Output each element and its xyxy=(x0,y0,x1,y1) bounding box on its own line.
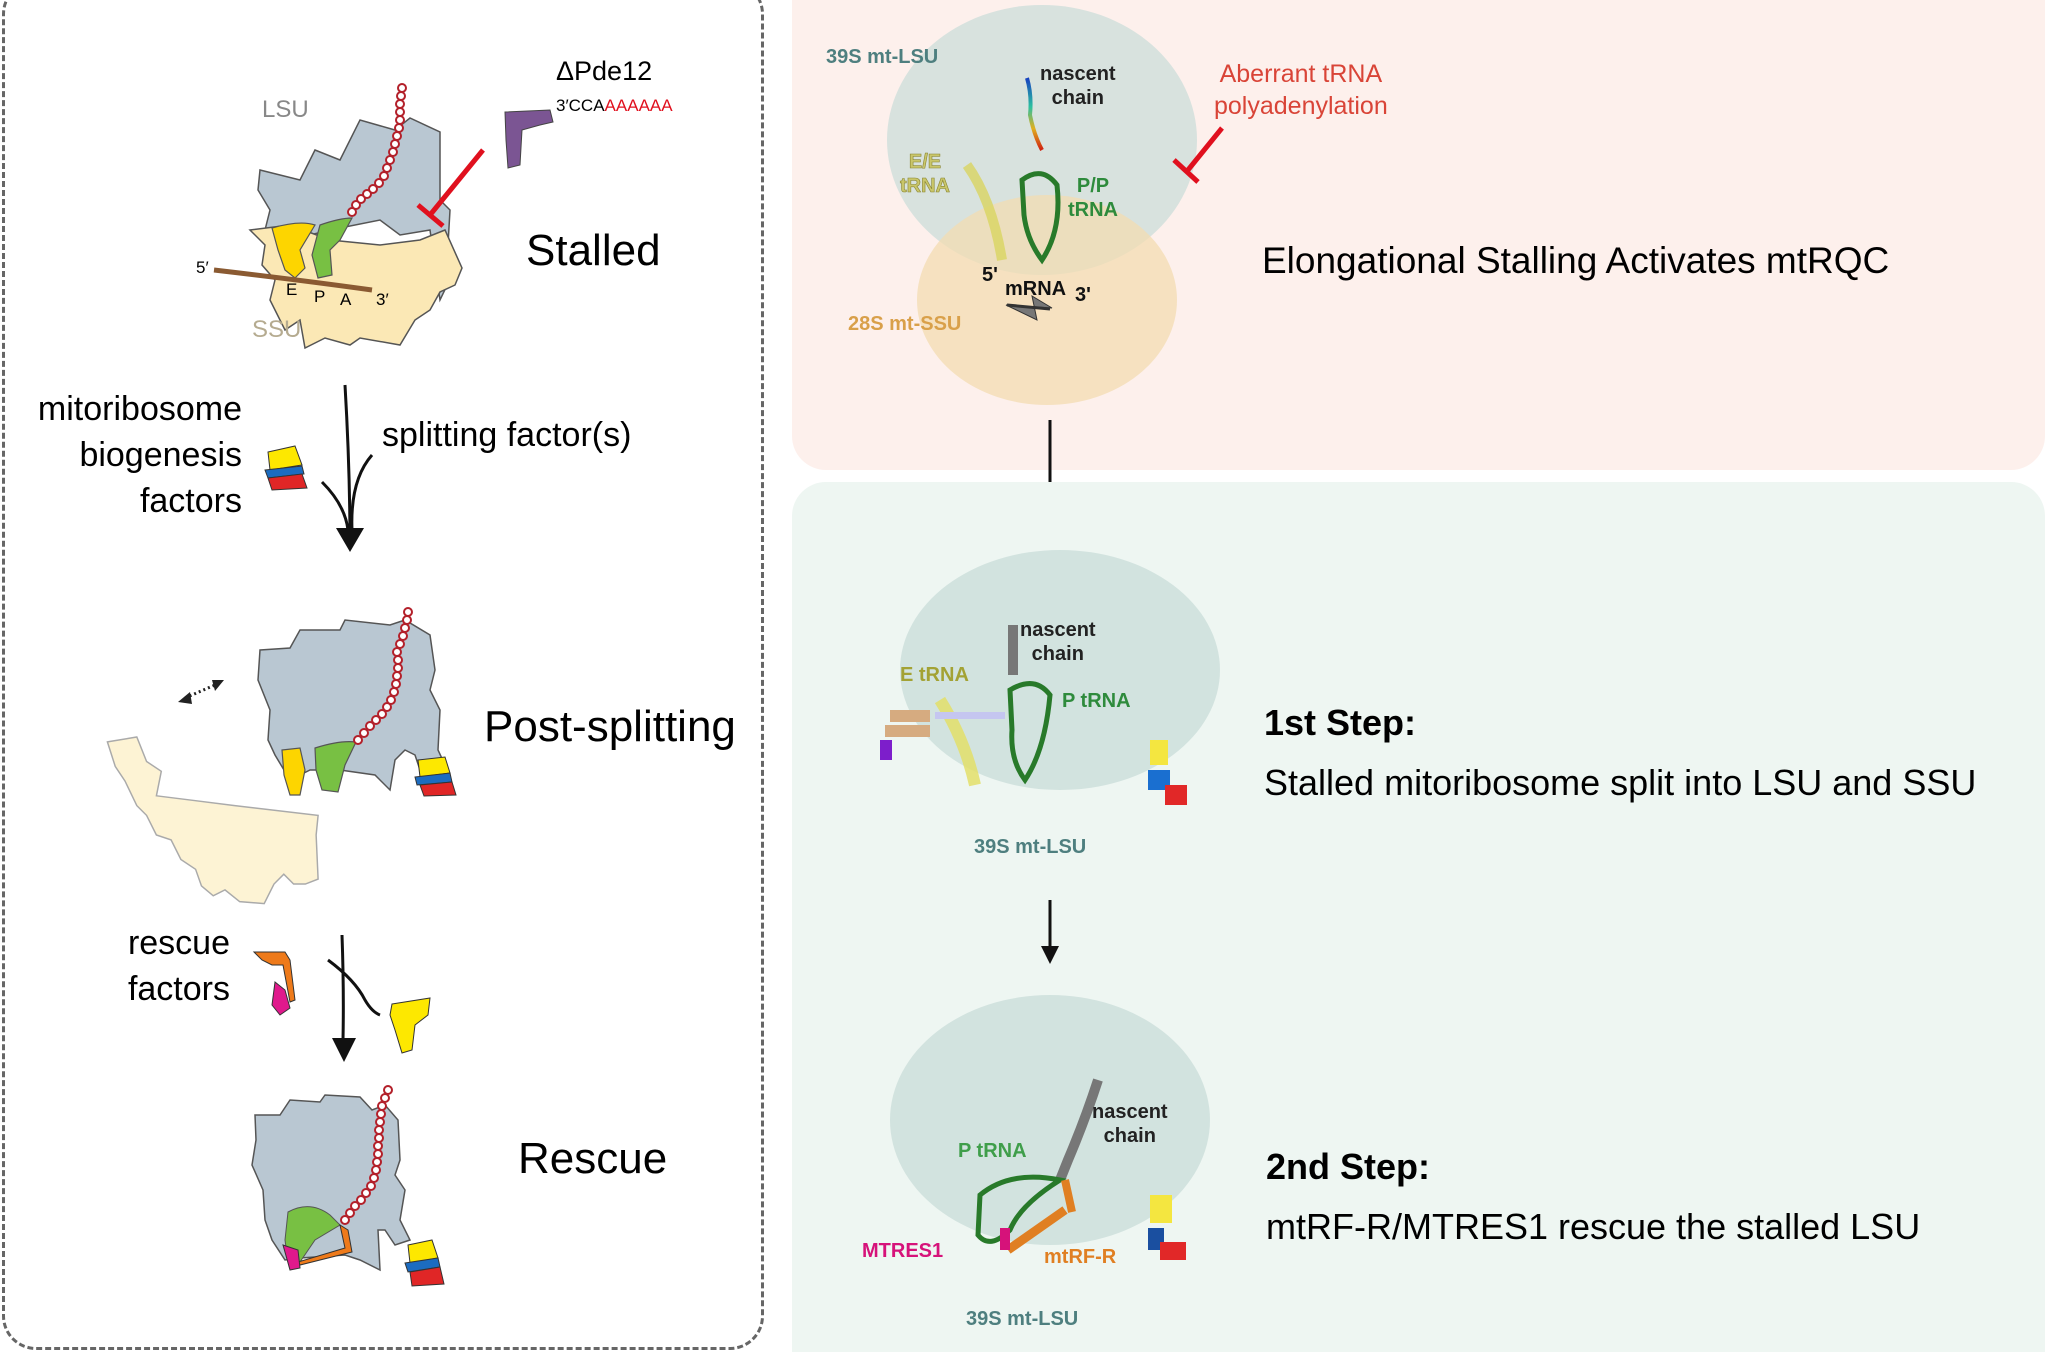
rescue-line-2: factors xyxy=(127,970,230,1008)
linker-bar xyxy=(935,712,1005,719)
inhibition-line xyxy=(428,148,485,217)
nascent-line-1: nascent xyxy=(1092,1101,1168,1123)
p-trna-trace xyxy=(1019,171,1061,265)
pde12-label: ΔPde12 xyxy=(556,56,653,86)
ssu-dissociated-shape xyxy=(106,736,319,905)
e-trna-trace xyxy=(962,162,1007,261)
post-splitting-cartoon xyxy=(106,607,457,905)
step2-lsu-structure xyxy=(890,995,1210,1260)
nascent-chain-label: nascent chain xyxy=(1040,62,1116,110)
nascent-chain-beads xyxy=(353,607,413,745)
stage-label-stalled: Stalled xyxy=(526,226,661,275)
step1-title: 1st Step: xyxy=(1264,702,1417,743)
polya-tail: AAAAAA xyxy=(604,96,673,115)
e-trna-line-2: tRNA xyxy=(900,175,951,198)
step2-mtrfr-label: mtRF-R xyxy=(1044,1246,1117,1268)
p-trna-label: P/P tRNA xyxy=(1068,174,1118,222)
nascent-line-2: chain xyxy=(1031,643,1084,665)
step1-p-trna-label: P tRNA xyxy=(1062,690,1131,712)
cca-end: 3′CCA xyxy=(556,96,605,115)
transition-arrow-1 xyxy=(264,384,374,552)
p-trna-shape xyxy=(311,217,354,279)
biogenesis-line-2: biogenesis xyxy=(79,436,242,474)
mtres1-trace xyxy=(1000,1228,1010,1250)
biogenesis-factors-bound xyxy=(404,1239,445,1287)
step2-nascent-label: nascent chain xyxy=(1092,1100,1168,1148)
nascent-line-1: nascent xyxy=(1020,619,1096,641)
step1-nascent-label: nascent chain xyxy=(1020,618,1096,666)
lsu-shape xyxy=(251,1094,412,1272)
rescue-line-1: rescue xyxy=(127,924,230,962)
inhibition-bar xyxy=(416,203,445,228)
nascent-line-2: chain xyxy=(1103,1125,1156,1147)
pde12-enzyme-shape xyxy=(504,109,554,169)
stage-label-rescue: Rescue xyxy=(518,1134,668,1183)
polyadenylation-inhibition-icon xyxy=(1172,126,1224,184)
step1-lsu-label: 39S mt-LSU xyxy=(974,836,1087,858)
step2-description: mtRF-R/MTRES1 rescue the stalled LSU xyxy=(1266,1206,1921,1247)
p-trna-trace xyxy=(1007,681,1053,785)
biogenesis-line-1: mitoribosome xyxy=(37,390,242,428)
dissociation-arrow xyxy=(178,680,224,704)
mrna-label: mRNA xyxy=(1005,278,1067,300)
p-trna-trace xyxy=(975,1174,1067,1244)
aberrant-polyadenylation-label: Aberrant tRNA polyadenylation xyxy=(1214,58,1388,122)
nascent-line-2: chain xyxy=(1051,87,1104,109)
mtrf-r-icon xyxy=(252,951,296,1003)
mrna-five-label: 5' xyxy=(982,264,998,286)
splitting-factors-label: splitting factor(s) xyxy=(382,416,632,454)
nascent-line-1: nascent xyxy=(1040,63,1116,85)
aberrant-line-1: Aberrant tRNA xyxy=(1219,60,1383,88)
e-site-label: E xyxy=(286,280,298,299)
step2-lsu-label: 39S mt-LSU xyxy=(966,1308,1079,1330)
mrna-five-prime-label: 5′ xyxy=(196,258,209,277)
step2-title: 2nd Step: xyxy=(1266,1146,1431,1187)
trna-tail-sequence: 3′CCAAAAAAA xyxy=(556,96,673,116)
e-trna-line-1: E/E xyxy=(908,151,942,174)
nascent-chain-trace xyxy=(1055,1078,1103,1182)
transition-arrow-2 xyxy=(252,934,431,1062)
step1-lsu-structure xyxy=(880,550,1220,805)
biogenesis-factors-bound xyxy=(414,756,457,797)
rescue-cartoon xyxy=(251,1085,445,1287)
a-site-label: A xyxy=(340,290,352,309)
e-trna-shape xyxy=(271,222,316,279)
lsu-label: LSU xyxy=(262,96,309,123)
stalled-mitoribosome-structure xyxy=(887,5,1197,405)
released-e-trna-icon xyxy=(389,997,431,1054)
ssu-28s-label: 28S mt-SSU xyxy=(848,313,962,335)
biogenesis-factors-label: mitoribosome biogenesis factors xyxy=(12,386,242,524)
stalled-ribosome-cartoon xyxy=(213,83,554,350)
ssu-label: SSU xyxy=(252,316,302,343)
elongation-stalling-title: Elongational Stalling Activates mtRQC xyxy=(1262,240,1890,281)
biogenesis-factors-icon xyxy=(264,445,308,491)
mrna-three-label: 3' xyxy=(1075,284,1091,306)
p-trna-shape xyxy=(314,741,357,793)
e-trna-shape xyxy=(281,747,306,796)
biogenesis-line-3: factors xyxy=(139,482,242,520)
mtrf-r-helix xyxy=(1005,1206,1068,1254)
aberrant-line-2: polyadenylation xyxy=(1214,92,1388,120)
e-trna-label: E/E tRNA xyxy=(900,150,951,198)
step1-description: Stalled mitoribosome split into LSU and … xyxy=(1264,762,1977,803)
nascent-chain-beads xyxy=(347,83,407,217)
nascent-chain-trace xyxy=(1008,625,1018,675)
mrna-three-prime-label: 3′ xyxy=(376,290,389,309)
p-trna-line-1: P/P xyxy=(1076,175,1110,197)
step2-mtres1-label: MTRES1 xyxy=(862,1240,944,1262)
p-trna-line-2: tRNA xyxy=(1068,199,1118,221)
e-trna-trace xyxy=(934,696,981,787)
nascent-chain-trace xyxy=(1025,77,1044,151)
mrna-line xyxy=(213,267,373,293)
step-arrow-2 xyxy=(1041,900,1059,964)
rescue-factors-label: rescue factors xyxy=(80,920,230,1012)
nascent-chain-beads xyxy=(340,1085,393,1225)
p-site-label: P xyxy=(314,287,326,306)
step2-p-trna-label: P tRNA xyxy=(958,1140,1027,1162)
mtres1-bound xyxy=(282,1244,301,1271)
step1-e-trna-label: E tRNA xyxy=(900,664,969,686)
stage-label-post-splitting: Post-splitting xyxy=(484,702,736,751)
mtres1-icon xyxy=(271,981,291,1016)
lsu-39s-label: 39S mt-LSU xyxy=(826,46,939,68)
